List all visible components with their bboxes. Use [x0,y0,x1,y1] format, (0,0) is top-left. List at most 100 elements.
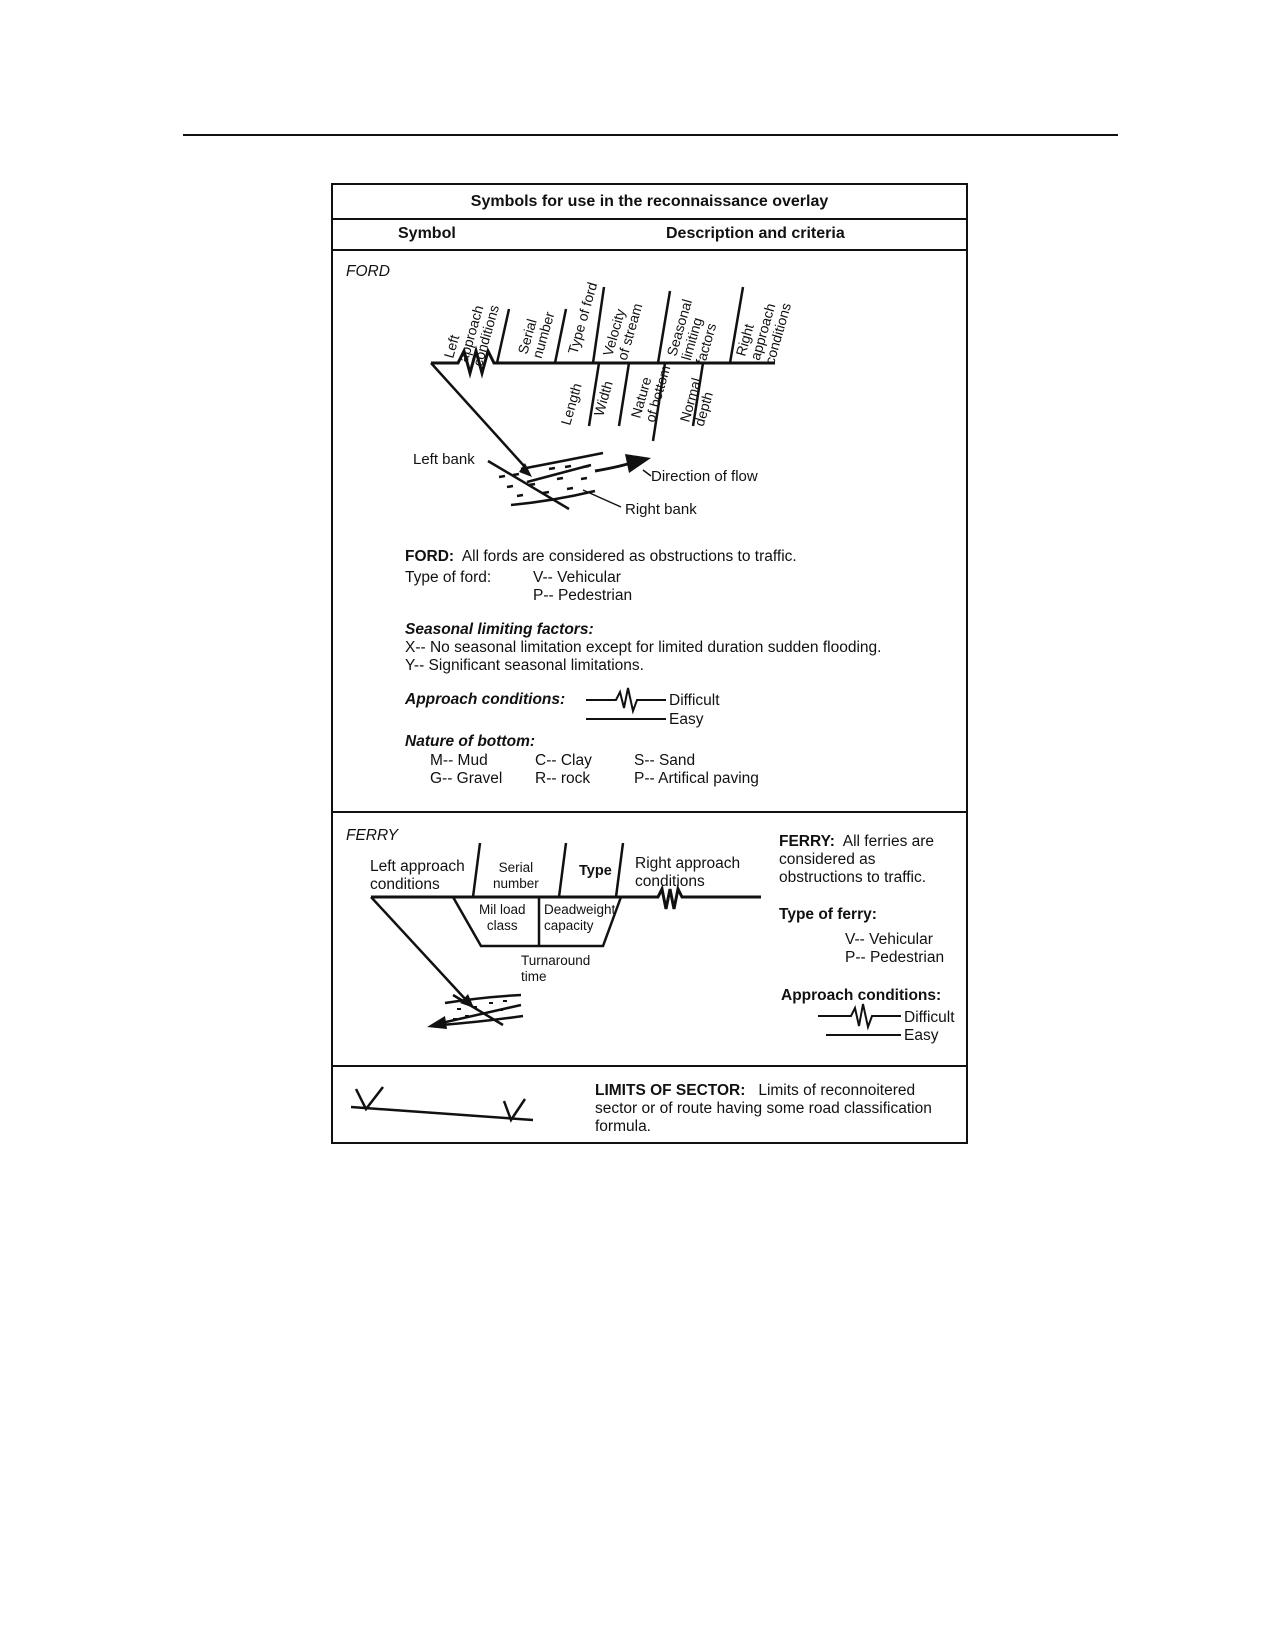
ferry-divider [471,842,482,898]
ford-left-bank-label: Left bank [413,451,475,468]
ferry-type-heading: Type of ferry: [779,906,877,923]
ford-section: FORD Left approach conditions Serial [333,251,966,813]
ford-water-pattern [498,464,590,498]
limits-heading: LIMITS OF SECTOR: [595,1082,746,1099]
ferry-approach-difficult: Difficult [904,1009,955,1026]
limits-line [350,1105,534,1122]
ferry-approach-heading: Approach conditions: [781,987,942,1004]
ferry-type-p: P-- Pedestrian [845,949,945,966]
ford-direction-of-flow-label: Direction of flow [651,468,758,485]
ford-bottom-mud: M-- Mud [430,752,488,769]
ferry-approach-easy: Easy [904,1027,939,1044]
ford-bottom-sand: S-- Sand [634,752,696,769]
ford-leader-arrowhead [519,463,532,477]
ford-divider [691,362,705,427]
table-column-headers: Symbol Description and criteria [333,220,966,251]
table-title: Symbols for use in the reconnaissance ov… [333,185,966,220]
limits-text-2: sector or of route having some road clas… [595,1100,932,1117]
ferry-section: FERRY [333,813,966,1067]
ferry-divider [614,842,625,898]
ford-crossing-line [526,463,592,484]
ford-divider [587,362,601,427]
ford-label-left-approach: Left approach conditions [441,303,503,368]
ferry-water-pattern [453,1000,507,1020]
ferry-main-line [371,884,761,910]
ford-flow-arrowhead [625,454,651,473]
column-header-symbol: Symbol [398,225,456,242]
ford-label-seasonal: Seasonal limiting factors [664,297,720,366]
ford-type-label: Type of ford: [405,569,492,586]
ford-divider [591,286,606,364]
ferry-mil-load-label: Mil load class [479,902,526,933]
ferry-turnaround-label: Turnaround time [521,953,591,984]
ford-label-nature-of-bottom: Nature of bottom [628,363,674,424]
limits-right-tick [502,1098,527,1123]
ford-label-normal-depth: Normal depth [677,376,716,428]
ford-label-velocity: Velocity of stream [600,301,646,362]
ford-seasonal-x: X-- No seasonal limitation except for li… [405,639,882,656]
ford-description: FORD: All fords are considered as obstru… [405,548,797,566]
ferry-serial-number-label: Serial number [493,860,539,891]
ford-bottom-rock: R-- rock [535,770,591,787]
ferry-difficult-symbol [818,1003,901,1031]
ford-stream-top-bank [520,451,604,471]
ford-divider [553,308,568,364]
ferry-stream-bottom-bank [440,1014,524,1027]
ford-divider [728,286,745,364]
ferry-left-approach-label: Left approach conditions [370,858,465,893]
ferry-section-label: FERRY [346,827,398,844]
ford-stream-bottom-bank [510,489,596,507]
page-top-rule [183,134,1118,136]
ford-type-v: V-- Vehicular [533,569,621,586]
column-header-description: Description and criteria [666,225,845,242]
ferry-description: FERRY: All ferries are considered as obs… [779,833,934,887]
ford-main-line [431,345,775,379]
ford-approach-heading: Approach conditions: [405,691,566,708]
ford-label-right-approach: Right approach conditions [733,301,795,366]
ford-divider [651,362,667,442]
ford-heading-text: All fords are considered as obstructions… [461,548,797,565]
limits-section: LIMITS OF SECTOR: Limits of reconnoitere… [333,1067,966,1142]
symbols-table: Symbols for use in the reconnaissance ov… [331,183,968,1144]
ford-difficult-symbol [586,687,666,715]
ford-approach-difficult: Difficult [669,692,720,709]
ford-bottom-clay: C-- Clay [535,752,592,769]
ferry-divider [557,842,568,898]
limits-text-1: Limits of reconnoitered [758,1082,916,1099]
ferry-deadweight-label: Deadweight capacity [544,902,616,933]
ford-crossing-line [487,459,570,511]
svg-text:Left: Left [441,333,463,360]
ford-label-serial-number: Serial number [515,310,558,360]
ferry-heading-text-1: All ferries are [842,833,935,850]
ferry-right-approach-label: Right approach conditions [635,855,741,890]
ford-seasonal-heading: Seasonal limiting factors: [405,621,594,638]
ferry-heading: FERRY: [779,833,835,850]
ford-symbol-diagram: Left approach conditions Serial number T… [413,280,795,720]
ferry-symbol-diagram [370,842,901,1036]
ferry-trapezoid [451,896,623,948]
ford-divider [617,362,631,427]
ferry-stream-top-bank [444,993,522,1005]
ford-label-length: Length [558,381,585,427]
ford-divider [656,290,672,364]
ferry-flow-arrowhead [427,1016,447,1029]
ferry-type-v: V-- Vehicular [845,931,933,948]
ford-seasonal-y: Y-- Significant seasonal limitations. [405,657,644,674]
ford-bottom-heading: Nature of bottom: [405,733,536,750]
ferry-type-diagram-label: Type [579,863,612,879]
ford-right-bank-label: Right bank [625,501,697,518]
ferry-flow-arrow-shaft [436,1003,522,1026]
ford-approach-easy: Easy [669,711,704,728]
ford-bottom-gravel: G-- Gravel [430,770,503,787]
ford-flow-arrow-shaft [594,461,632,473]
ford-bottom-paving: P-- Artifical paving [634,770,759,787]
ford-type-p: P-- Pedestrian [533,587,633,604]
ford-heading: FORD: [405,548,455,565]
ferry-heading-text-3: obstructions to traffic. [779,869,927,886]
ford-leader-line [430,362,526,468]
ford-divider [495,308,511,364]
limits-left-tick [354,1086,384,1112]
ferry-leader-line [370,896,468,1002]
limits-symbol [350,1086,534,1123]
limits-description: LIMITS OF SECTOR: Limits of reconnoitere… [595,1082,932,1136]
